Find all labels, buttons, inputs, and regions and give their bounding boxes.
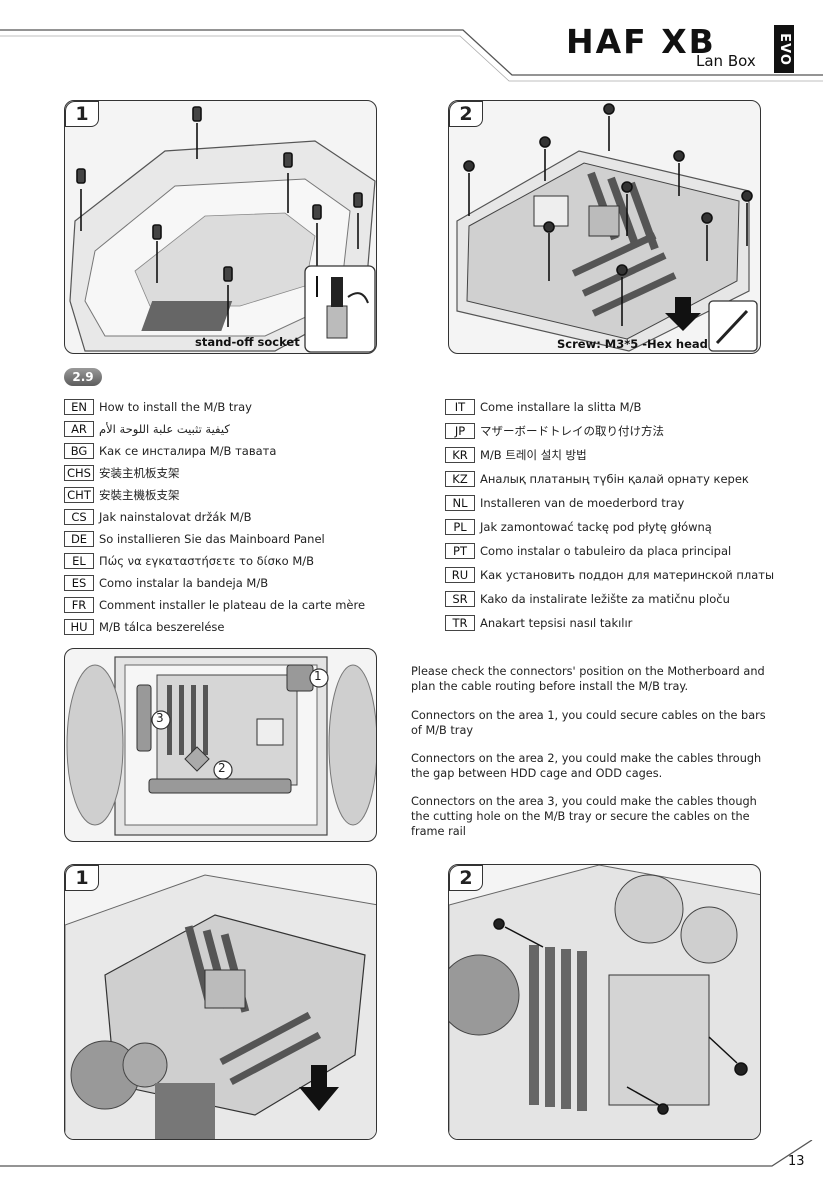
brand-main-text: HAF XB [566, 22, 716, 61]
list-item: CHS 安装主机板支架 [64, 464, 180, 482]
callout-area-1: 1 [314, 669, 322, 683]
lang-text: So installieren Sie das Mainboard Panel [99, 532, 325, 546]
lang-code: PL [445, 519, 475, 535]
lang-text: M/B tálca beszerelése [99, 620, 225, 634]
secure-screws-illustration [449, 865, 760, 1139]
lang-code: NL [445, 495, 475, 511]
lang-text: Kako da instalirate ležište za matičnu p… [480, 592, 730, 606]
lang-text: Installeren van de moederbord tray [480, 496, 685, 510]
brand-evo-text: EVO [776, 32, 792, 66]
lang-code: RU [445, 567, 475, 583]
lang-code: JP [445, 423, 475, 439]
lang-text: Comment installer le plateau de la carte… [99, 598, 366, 612]
lang-text: Jak zamontować tackę pod płytę główną [480, 520, 712, 534]
list-item: EL Πώς να εγκαταστήσετε το δίσκο Μ/Β [64, 552, 314, 570]
list-item: KZ Аналық платаның түбін қалай орнату кер… [445, 470, 749, 488]
lang-code: TR [445, 615, 475, 631]
lang-text: Como instalar o tabuleiro da placa princ… [480, 544, 732, 558]
list-item: CS Jak nainstalovat držák M/B [64, 508, 251, 526]
panel-standoff-install: 1 stand-off socket [64, 100, 377, 354]
lang-code: IT [445, 399, 475, 415]
note-area-1: Connectors on the area 1, you could secu… [411, 709, 766, 737]
language-list-left: EN How to install the M/B tray AR كيفية تث… [64, 398, 404, 638]
list-item: ES Como instalar la bandeja M/B [64, 574, 268, 592]
lang-text: M/B 트레이 설치 방법 [480, 448, 587, 462]
list-item: EN How to install the M/B tray [64, 398, 252, 416]
list-item: DE So installieren Sie das Mainboard Pane… [64, 530, 325, 548]
list-item: AR كيفية تثبيت علبة اللوحة الأم [64, 420, 230, 438]
lang-code: ES [64, 575, 94, 591]
cable-routing-illustration [66, 656, 376, 836]
lang-text: Jak nainstalovat držák M/B [99, 510, 252, 524]
brand-sub-text: Lan Box [696, 52, 756, 70]
panel-cable-routing: 1 2 3 [64, 648, 377, 842]
step-badge: 1 [65, 865, 99, 891]
list-item: HU M/B tálca beszerelése [64, 618, 224, 636]
language-list-right: IT Come installare la slitta M/B JP マザーボード… [445, 398, 805, 638]
callout-area-3: 3 [156, 711, 164, 725]
lang-text: Πώς να εγκαταστήσετε το δίσκο Μ/Β [99, 554, 315, 568]
lang-text: Como instalar la bandeja M/B [99, 576, 269, 590]
lang-text: كيفية تثبيت علبة اللوحة الأم [99, 422, 230, 436]
lang-text: Как установить поддон для материнской пл… [480, 568, 775, 582]
lang-text: Аналық платаның түбін қалай орнату керек [480, 472, 749, 486]
lang-text: 安裝主機板支架 [99, 488, 180, 502]
list-item: TR Anakart tepsisi nasıl takılır [445, 614, 632, 632]
panel-insert-tray: 1 [64, 864, 377, 1140]
list-item: KR M/B 트레이 설치 방법 [445, 446, 587, 464]
step-badge: 2 [449, 101, 483, 127]
lang-code: HU [64, 619, 94, 635]
lang-code: PT [445, 543, 475, 559]
lang-text: Как се инсталира М/В тавата [99, 444, 277, 458]
list-item: IT Come installare la slitta M/B [445, 398, 641, 416]
lang-text: Anakart tepsisi nasıl takılır [480, 616, 633, 630]
insert-tray-illustration [65, 874, 376, 1139]
brand-logo: HAF XB Lan Box EVO [566, 22, 796, 73]
lang-code: KZ [445, 471, 475, 487]
note-area-3: Connectors on the area 3, you could make… [411, 795, 757, 838]
standoff-caption: stand-off socket [195, 335, 300, 349]
lang-code: EN [64, 399, 94, 415]
note-area-2: Connectors on the area 2, you could make… [411, 752, 762, 780]
list-item: NL Installeren van de moederbord tray [445, 494, 684, 512]
section-number-badge: 2.9 [64, 368, 102, 386]
lang-text: 安装主机板支架 [99, 466, 180, 480]
lang-code: CHT [64, 487, 94, 503]
list-item: PL Jak zamontować tackę pod płytę główną [445, 518, 712, 536]
list-item: CHT 安裝主機板支架 [64, 486, 180, 504]
motherboard-illustration [456, 103, 758, 352]
page-number: 13 [788, 1154, 805, 1169]
step-badge: 1 [65, 101, 99, 127]
standoff-illustration [69, 106, 376, 353]
lang-text: How to install the M/B tray [99, 400, 252, 414]
lang-text: マザーボードトレイの取り付け方法 [480, 424, 664, 438]
lang-code: KR [445, 447, 475, 463]
lang-text: Come installare la slitta M/B [480, 400, 642, 414]
footer-rule [0, 1140, 813, 1167]
list-item: PT Como instalar o tabuleiro da placa pri… [445, 542, 731, 560]
callout-area-2: 2 [218, 761, 226, 775]
lang-code: SR [445, 591, 475, 607]
lang-code: FR [64, 597, 94, 613]
brand-evo-badge: EVO [774, 25, 794, 73]
list-item: RU Как установить поддон для материнской … [445, 566, 774, 584]
list-item: FR Comment installer le plateau de la car… [64, 596, 365, 614]
lang-code: AR [64, 421, 94, 437]
note-check-connectors: Please check the connectors' position on… [411, 665, 765, 693]
panel-secure-screws: 2 [448, 864, 761, 1140]
lang-code: EL [64, 553, 94, 569]
step-badge: 2 [449, 865, 483, 891]
list-item: JP マザーボードトレイの取り付け方法 [445, 422, 664, 440]
screw-caption: Screw: M3*5 -Hex head [557, 337, 708, 351]
lang-code: BG [64, 443, 94, 459]
panel-motherboard-screws: 2 Screw: M3*5 -He [448, 100, 761, 354]
header-rule [0, 29, 823, 82]
list-item: SR Kako da instalirate ležište za matičnu… [445, 590, 730, 608]
lang-code: CHS [64, 465, 94, 481]
lang-code: DE [64, 531, 94, 547]
list-item: BG Как се инсталира М/В тавата [64, 442, 276, 460]
lang-code: CS [64, 509, 94, 525]
